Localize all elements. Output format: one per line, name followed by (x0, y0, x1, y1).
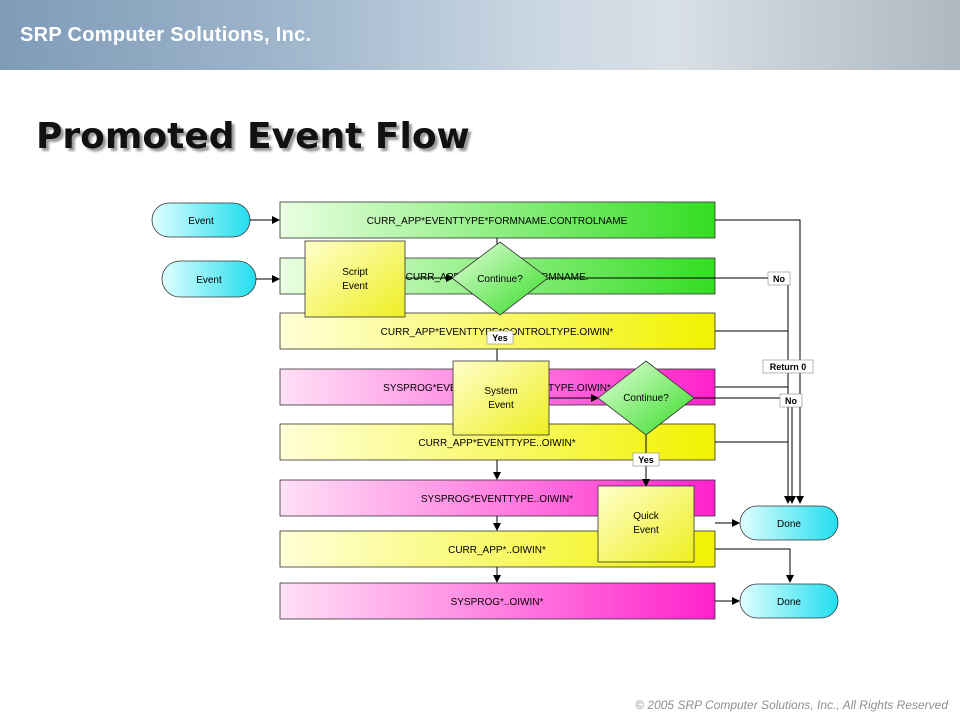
system-event-line-1: System (484, 386, 517, 397)
footer-copyright: © 2005 SRP Computer Solutions, Inc., All… (635, 698, 948, 712)
continue-decision-1: Continue? (451, 241, 549, 316)
yes-label-1: Yes (486, 330, 514, 345)
no-label-1: No (767, 271, 791, 286)
quick-event-box: Quick Event (597, 485, 695, 563)
continue-decision-2: Continue? (597, 360, 695, 436)
return-0-text: Return 0 (770, 362, 807, 372)
event-start-1: Event (151, 202, 251, 238)
script-event-line-1: Script (342, 267, 368, 278)
done-1-label: Done (777, 519, 801, 530)
script-event-line-2: Event (342, 281, 368, 292)
done-terminal-2: Done (739, 583, 839, 619)
header-banner: SRP Computer Solutions, Inc. (0, 0, 960, 70)
row-8-label: SYSPROG*..OIWIN* (451, 597, 544, 608)
continue-2-label: Continue? (623, 393, 669, 404)
row-5-label: CURR_APP*EVENTTYPE..OIWIN* (418, 438, 575, 449)
company-name: SRP Computer Solutions, Inc. (20, 24, 312, 46)
quick-event-line-1: Quick (633, 511, 660, 522)
no-1-text: No (773, 274, 785, 284)
return-0-label: Return 0 (762, 359, 814, 374)
yes-label-2: Yes (632, 452, 660, 467)
script-event-box: Script Event (304, 240, 406, 318)
process-row-1: CURR_APP*EVENTTYPE*FORMNAME.CONTROLNAME (279, 201, 716, 239)
quick-event-line-2: Event (633, 525, 659, 536)
continue-1-label: Continue? (477, 274, 523, 285)
done-2-label: Done (777, 597, 801, 608)
row-7-label: CURR_APP*..OIWIN* (448, 545, 546, 556)
arrow-row1-done (715, 219, 804, 504)
row-1-label: CURR_APP*EVENTTYPE*FORMNAME.CONTROLNAME (367, 216, 628, 227)
event-start-2-label: Event (196, 275, 222, 286)
event-start-1-label: Event (188, 216, 214, 227)
event-start-2: Event (161, 260, 257, 298)
page-title: Promoted Event Flow (36, 116, 470, 157)
yes-2-text: Yes (638, 455, 654, 465)
row-6-label: SYSPROG*EVENTTYPE..OIWIN* (421, 494, 573, 505)
no-label-2: No (779, 393, 803, 408)
no-2-text: No (785, 396, 797, 406)
done-terminal-1: Done (739, 505, 839, 541)
system-event-box: System Event (452, 360, 550, 436)
yes-1-text: Yes (492, 333, 508, 343)
process-row-8: SYSPROG*..OIWIN* (279, 582, 716, 620)
arrow-row7-done (715, 548, 794, 583)
system-event-line-2: Event (488, 400, 514, 411)
